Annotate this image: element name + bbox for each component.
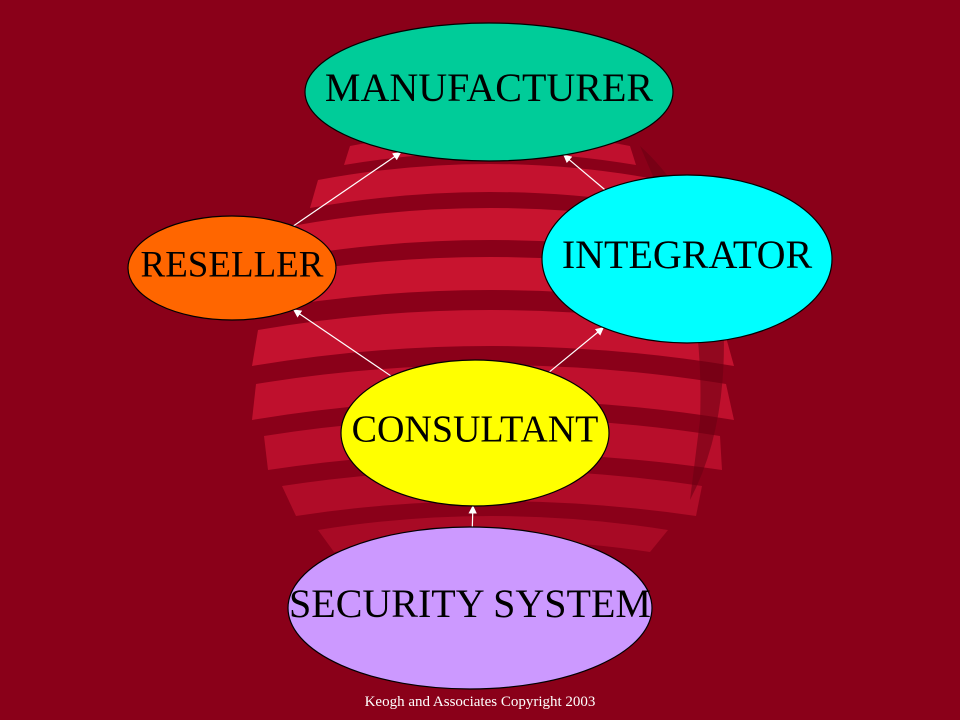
node-manufacturer: MANUFACTURER: [304, 22, 674, 162]
manufacturer-ellipse: [304, 22, 674, 162]
copyright-footer: Keogh and Associates Copyright 2003: [364, 694, 596, 710]
reseller-label: RESELLER: [141, 244, 324, 285]
reseller-ellipse: [127, 215, 337, 321]
node-integrator: INTEGRATOR: [541, 174, 833, 344]
consultant-ellipse: [340, 359, 610, 507]
arrow-consultant-to-integrator: [548, 327, 605, 373]
connection-arrows: [292, 152, 606, 528]
arrow-consultant-to-reseller: [292, 309, 392, 377]
arrow-reseller-to-manufacturer: [292, 152, 402, 227]
integrator-label: INTEGRATOR: [562, 232, 813, 277]
node-security-system: SECURITY SYSTEM: [287, 526, 653, 690]
arrow-security-system-to-consultant: [468, 505, 477, 528]
node-reseller: RESELLER: [127, 215, 337, 321]
arrow-integrator-to-manufacturer: [563, 154, 606, 191]
node-consultant: CONSULTANT: [340, 359, 610, 507]
manufacturer-label: MANUFACTURER: [325, 65, 654, 110]
security-system-ellipse: [287, 526, 653, 690]
security-system-label: SECURITY SYSTEM: [289, 581, 651, 626]
consultant-label: CONSULTANT: [352, 409, 599, 451]
integrator-ellipse: [541, 174, 833, 344]
